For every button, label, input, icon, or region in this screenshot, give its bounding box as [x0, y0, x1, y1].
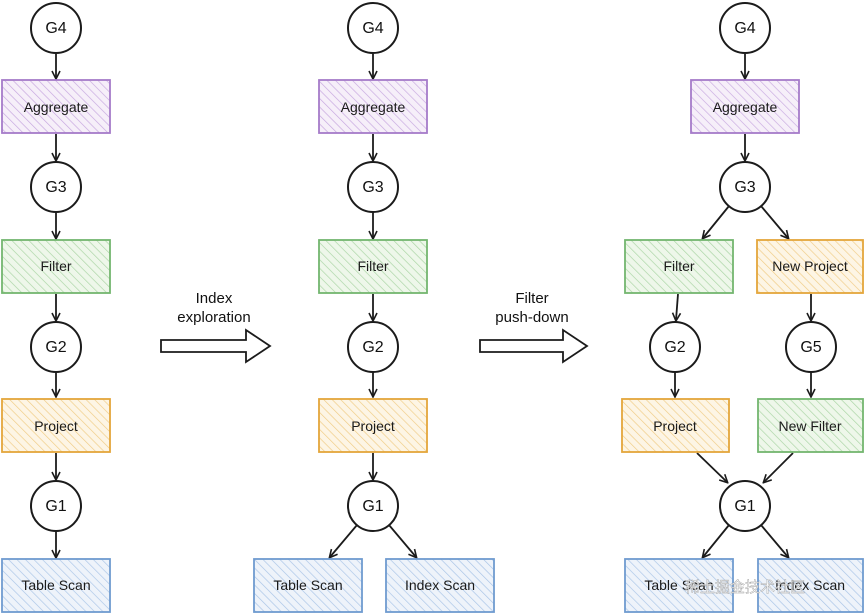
node-label: Table Scan	[21, 577, 90, 593]
node-label: Aggregate	[713, 99, 778, 115]
aggregate-node: Aggregate	[690, 79, 800, 134]
group-g3: G3	[30, 161, 82, 213]
node-label: Filter	[40, 258, 71, 274]
project-node: Project	[1, 398, 111, 453]
node-label: Aggregate	[24, 99, 89, 115]
project-node: Project	[621, 398, 730, 453]
aggregate-node: Aggregate	[318, 79, 428, 134]
new-project-node: New Project	[756, 239, 864, 294]
group-label: G1	[362, 498, 383, 515]
node-label: Project	[653, 418, 697, 434]
group-label: G2	[362, 339, 383, 356]
index-scan-node: Index Scan	[757, 558, 864, 613]
step-label-line-2: push-down	[495, 309, 568, 326]
group-label: G4	[734, 20, 755, 37]
node-label: Filter	[357, 258, 388, 274]
node-label: Table Scan	[273, 577, 342, 593]
group-label: G1	[734, 498, 755, 515]
group-g5: G5	[785, 321, 837, 373]
group-label: G3	[362, 179, 383, 196]
step-index-exploration: Index exploration	[160, 290, 272, 364]
group-label: G3	[734, 179, 755, 196]
edge-g3-filter	[703, 205, 730, 238]
edge-filter-g2	[676, 293, 678, 320]
group-g4: G4	[30, 2, 82, 54]
group-label: G2	[45, 339, 66, 356]
stage-3-filter-push-down: G4 Aggregate G3 Filter New Project G2 G5	[621, 2, 864, 613]
new-filter-node: New Filter	[757, 398, 864, 453]
group-label: G1	[45, 498, 66, 515]
stage-2-index-exploration: G4 Aggregate G3 Filter G2 Project G1 Ta	[253, 2, 495, 613]
group-g1: G1	[719, 480, 771, 532]
node-label: Index Scan	[405, 577, 475, 593]
index-scan-node: Index Scan	[385, 558, 495, 613]
stage-1-original-plan: G4 Aggregate G3 Filter G2 Project G1 Ta	[1, 2, 111, 613]
group-g4: G4	[347, 2, 399, 54]
watermark: 稀土掘金技术社区	[685, 578, 805, 596]
edge-g1-index-scan	[760, 524, 788, 557]
transform-arrow-icon	[160, 328, 272, 364]
transform-arrow-icon	[479, 328, 589, 364]
node-label: Table Scan	[644, 577, 713, 593]
step-label-line-1: Index	[196, 290, 233, 307]
edge-g1-table-scan	[330, 524, 358, 557]
table-scan-node: Table Scan	[624, 558, 734, 613]
group-g1: G1	[347, 480, 399, 532]
filter-node: Filter	[624, 239, 734, 294]
node-label: Aggregate	[341, 99, 406, 115]
node-label: New Filter	[778, 418, 841, 434]
edge-g1-table-scan	[703, 524, 730, 557]
filter-node: Filter	[1, 239, 111, 294]
group-g2: G2	[649, 321, 701, 373]
aggregate-node: Aggregate	[1, 79, 111, 134]
edge-g3-new-project	[760, 205, 788, 238]
edge-new-filter-g1	[764, 452, 794, 482]
group-g1: G1	[30, 480, 82, 532]
node-label: New Project	[772, 258, 848, 274]
node-label: Project	[34, 418, 78, 434]
group-label: G2	[664, 339, 685, 356]
edge-g1-index-scan	[388, 524, 416, 557]
group-label: G5	[800, 339, 821, 356]
group-g3: G3	[719, 161, 771, 213]
step-label-line-2: exploration	[177, 309, 250, 326]
node-label: Project	[351, 418, 395, 434]
node-label: Filter	[663, 258, 694, 274]
group-g2: G2	[30, 321, 82, 373]
project-node: Project	[318, 398, 428, 453]
group-label: G4	[45, 20, 66, 37]
filter-node: Filter	[318, 239, 428, 294]
edge-project-g1	[696, 452, 727, 482]
step-filter-push-down: Filter push-down	[479, 290, 589, 364]
step-label-line-1: Filter	[515, 290, 548, 307]
group-g2: G2	[347, 321, 399, 373]
group-label: G3	[45, 179, 66, 196]
group-g4: G4	[719, 2, 771, 54]
table-scan-node: Table Scan	[253, 558, 363, 613]
group-label: G4	[362, 20, 383, 37]
group-g3: G3	[347, 161, 399, 213]
table-scan-node: Table Scan	[1, 558, 111, 613]
node-label: Index Scan	[775, 577, 845, 593]
